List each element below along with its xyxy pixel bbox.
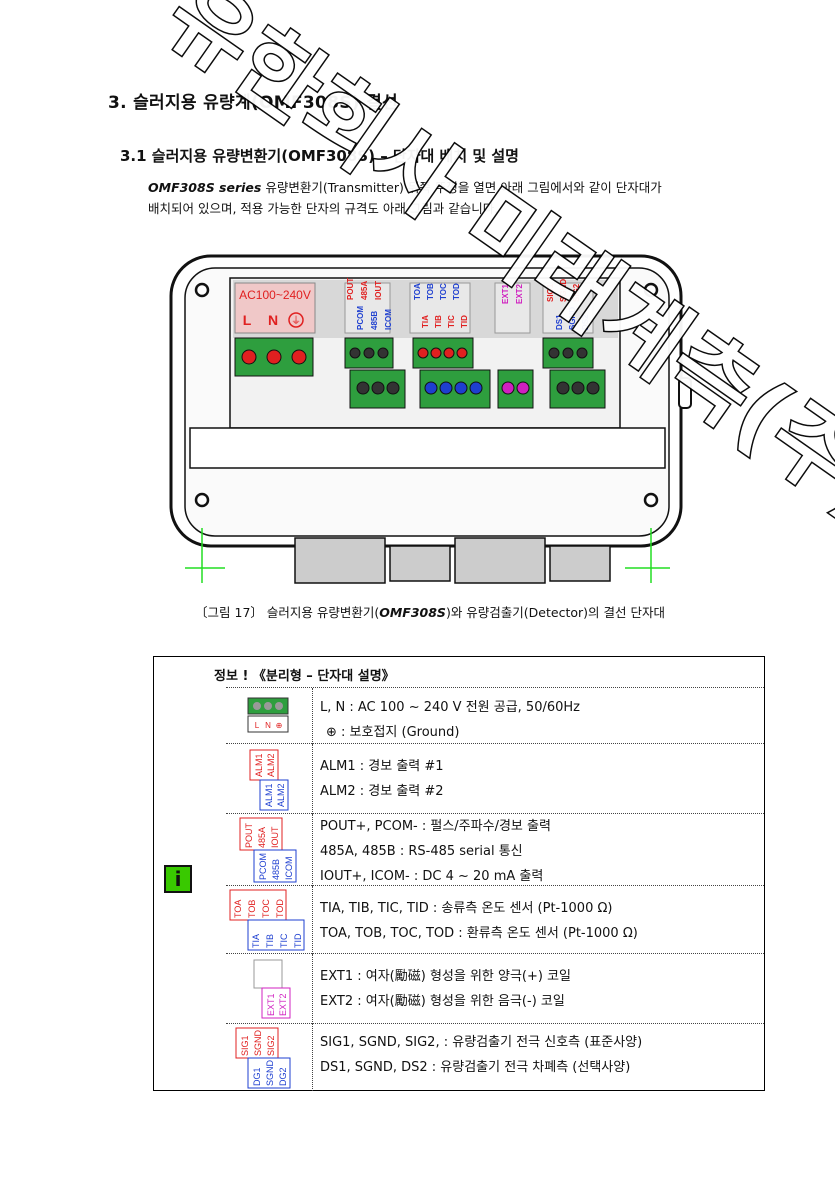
excitation-terminal-icon: EXT1 EXT2: [226, 954, 313, 1024]
fig-term-tic: TIC: [447, 315, 456, 328]
fig-term-tod: TOD: [452, 283, 461, 300]
fig-term-sig1: SIG1: [546, 283, 555, 302]
output-terminal-icon: POUT 485A IOUT PCOM 485B ICOM: [226, 814, 313, 886]
svg-text:ALM1: ALM1: [254, 753, 264, 777]
fig-term-tob: TOB: [426, 283, 435, 300]
intro-paragraph: OMF308S series 유량변환기(Transmitter) 뒤쪽 뚜껑을…: [148, 177, 788, 219]
fig-term-toc: TOC: [439, 283, 448, 300]
fig-term-485a: 485A: [360, 281, 369, 300]
power-terminal-label: L: [243, 312, 252, 328]
fig-term-iout: IOUT: [374, 281, 383, 300]
info-row: TOA TOB TOC TOD TIA TIB TIC TID TIA, TIB…: [226, 885, 764, 954]
alarm-terminal-icon: ALM1 ALM2 ALM1 ALM2: [226, 744, 313, 814]
temperature-terminal-icon: TOA TOB TOC TOD TIA TIB TIC TID: [226, 886, 313, 954]
svg-text:ALM2: ALM2: [266, 753, 276, 777]
fig-term-ds1: DS1: [555, 314, 564, 330]
signal-terminal-icon: SIG1 SGND SIG2 DG1 SGND DG2: [226, 1024, 313, 1091]
power-label: AC100~240V: [239, 288, 311, 302]
intro-line2: 배치되어 있으며, 적용 가능한 단자의 규격도 아래 그림과 같습니다.: [148, 201, 499, 216]
info-row-text: TIA, TIB, TIC, TID : 송류측 온도 센서 (Pt-1000 …: [320, 901, 638, 941]
svg-text:N: N: [265, 721, 271, 730]
fig-term-485b: 485B: [370, 311, 379, 330]
svg-text:DG1: DG1: [252, 1067, 262, 1086]
svg-text:TIB: TIB: [265, 934, 275, 948]
svg-text:485B: 485B: [271, 859, 281, 880]
info-row: POUT 485A IOUT PCOM 485B ICOM POUT+, PCO…: [226, 813, 764, 886]
svg-text:POUT: POUT: [244, 822, 254, 848]
caption-suffix: )와 유량검출기(Detector)의 결선 단자대: [445, 605, 665, 620]
svg-text:TOD: TOD: [275, 899, 285, 918]
fig-term-tib: TIB: [434, 315, 443, 328]
svg-text:SIG2: SIG2: [266, 1035, 276, 1056]
fig-term-ds2: DS2: [581, 314, 590, 330]
svg-text:TID: TID: [293, 933, 303, 948]
svg-text:ICOM: ICOM: [284, 857, 294, 881]
info-row-text: ALM1 : 경보 출력 #1 ALM2 : 경보 출력 #2: [320, 759, 444, 799]
model-name: OMF308S series: [148, 180, 262, 195]
svg-text:EXT2: EXT2: [278, 993, 288, 1016]
info-row: L N ⊕ L, N : AC 100 ~ 240 V 전원 공급, 50/60…: [226, 687, 764, 744]
svg-text:SGND: SGND: [253, 1029, 263, 1056]
fig-term-icom: ICOM: [384, 309, 393, 330]
svg-text:TOB: TOB: [247, 900, 257, 918]
fig-term-sig2: SIG2: [572, 283, 581, 302]
power-terminal-label: N: [268, 312, 278, 328]
fig-term-sgnd2: SGND: [568, 307, 577, 330]
info-row: ALM1 ALM2 ALM1 ALM2 ALM1 : 경보 출력 #1 ALM2…: [226, 743, 764, 814]
fig-term-pout: POUT: [346, 278, 355, 300]
fig-term-pcom: PCOM: [356, 306, 365, 330]
fig-term-toa: TOA: [413, 283, 422, 300]
fig-term-tia: TIA: [421, 315, 430, 328]
svg-text:TIA: TIA: [251, 934, 261, 948]
svg-text:SIG1: SIG1: [240, 1035, 250, 1056]
svg-text:DG2: DG2: [278, 1067, 288, 1086]
info-icon: i: [164, 865, 192, 893]
info-box: 정보 ! 《분리형 – 단자대 설명》 i L N ⊕ L, N : AC 10…: [153, 656, 765, 1091]
info-row-text: EXT1 : 여자(勵磁) 형성을 위한 양극(+) 코일 EXT2 : 여자(…: [320, 969, 572, 1009]
svg-text:TOA: TOA: [233, 900, 243, 918]
info-row-text: SIG1, SGND, SIG2, : 유량검출기 전극 신호측 (표준사양) …: [320, 1035, 643, 1075]
info-title: 정보 ! 《분리형 – 단자대 설명》: [214, 669, 395, 684]
fig-term-tid: TID: [460, 315, 469, 328]
subsection-heading: 3.1 슬러지용 유량변환기(OMF308S) – 단자대 배치 및 설명: [120, 147, 519, 165]
svg-text:⊕: ⊕: [276, 721, 283, 730]
svg-text:TOC: TOC: [261, 899, 271, 918]
fig-term-sgnd: SGND: [559, 279, 568, 302]
figure-caption: 〔그림 17〕 슬러지용 유량변환기(OMF308S)와 유량검출기(Detec…: [140, 602, 720, 621]
info-row-text: L, N : AC 100 ~ 240 V 전원 공급, 50/60Hz ⊕ :…: [320, 700, 580, 740]
info-row: EXT1 EXT2 EXT1 : 여자(勵磁) 형성을 위한 양극(+) 코일 …: [226, 953, 764, 1024]
terminal-block-figure: AC100~240V L N ⏚ POUT 485A IOUT PCOM 485…: [169, 254, 692, 584]
svg-text:TIC: TIC: [279, 933, 289, 948]
caption-model: OMF308S: [379, 605, 446, 620]
svg-text:IOUT: IOUT: [270, 826, 280, 848]
fig-term-ext2: EXT2: [515, 283, 524, 304]
svg-text:ALM1: ALM1: [264, 783, 274, 807]
intro-line1: 유량변환기(Transmitter) 뒤쪽 뚜껑을 열면 아래 그림에서와 같이…: [261, 180, 662, 195]
caption-prefix: 〔그림 17〕 슬러지용 유량변환기(: [195, 605, 380, 620]
fig-term-ext1: EXT1: [501, 283, 510, 304]
svg-text:L: L: [255, 721, 260, 730]
svg-text:PCOM: PCOM: [258, 853, 268, 880]
svg-text:ALM2: ALM2: [276, 783, 286, 807]
ground-symbol-icon: ⏚: [291, 315, 301, 327]
svg-text:SGND: SGND: [265, 1059, 275, 1086]
svg-text:EXT1: EXT1: [266, 993, 276, 1016]
svg-text:485A: 485A: [257, 827, 267, 848]
info-row-text: POUT+, PCOM- : 펄스/주파수/경보 출력 485A, 485B :…: [320, 819, 551, 884]
power-terminal-icon: L N ⊕: [226, 688, 313, 744]
section-heading: 3. 슬러지용 유량계(OMF308S) 결선: [108, 93, 398, 113]
info-row: SIG1 SGND SIG2 DG1 SGND DG2 SIG1, SGND, …: [226, 1023, 764, 1091]
